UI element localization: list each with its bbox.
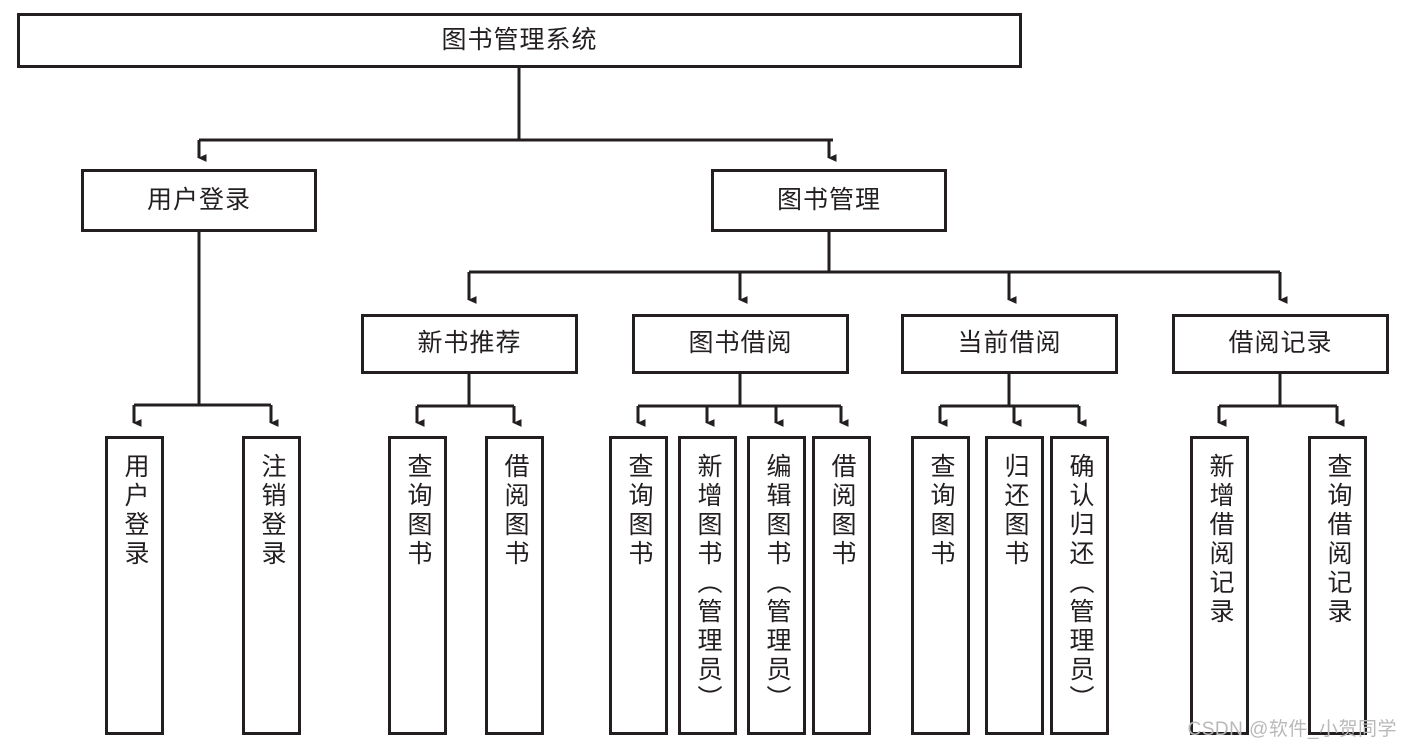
node-new-book-recommend-label: 新书推荐: [417, 329, 522, 358]
leaf-confirm-return-admin-label: 确认归还（管理员）: [1066, 453, 1094, 714]
leaf-query-book[interactable]: 查询图书: [609, 436, 668, 735]
leaf-borrow-book-recommend-label: 借阅图书: [501, 453, 529, 569]
leaf-user-login-label: 用户登录: [121, 453, 149, 569]
leaf-return-book-label: 归还图书: [1001, 453, 1029, 569]
leaf-query-book-current[interactable]: 查询图书: [911, 436, 970, 735]
leaf-return-book[interactable]: 归还图书: [985, 436, 1044, 735]
leaf-query-book-recommend-label: 查询图书: [404, 453, 432, 569]
leaf-borrow-book[interactable]: 借阅图书: [812, 436, 871, 735]
leaf-add-book-admin-label: 新增图书（管理员）: [694, 453, 722, 714]
node-book-management-label: 图书管理: [776, 185, 881, 214]
leaf-query-book-recommend[interactable]: 查询图书: [388, 436, 447, 735]
csdn-watermark: CSDN @软件_小贺同学: [1187, 719, 1397, 740]
leaf-query-book-label: 查询图书: [625, 453, 653, 569]
node-borrow-records[interactable]: 借阅记录: [1172, 314, 1389, 374]
node-root[interactable]: 图书管理系统: [17, 13, 1022, 68]
node-borrow-records-label: 借阅记录: [1228, 329, 1333, 358]
leaf-add-book-admin[interactable]: 新增图书（管理员）: [678, 436, 737, 735]
leaf-add-borrow-record-label: 新增借阅记录: [1206, 453, 1234, 627]
node-user-login-label: 用户登录: [146, 185, 251, 214]
leaf-edit-book-admin-label: 编辑图书（管理员）: [763, 453, 791, 714]
node-current-borrow[interactable]: 当前借阅: [901, 314, 1118, 374]
leaf-borrow-book-recommend[interactable]: 借阅图书: [485, 436, 544, 735]
node-new-book-recommend[interactable]: 新书推荐: [361, 314, 578, 374]
leaf-query-borrow-record[interactable]: 查询借阅记录: [1308, 436, 1367, 735]
leaf-logout[interactable]: 注销登录: [242, 436, 301, 735]
leaf-logout-label: 注销登录: [258, 453, 286, 569]
leaf-query-borrow-record-label: 查询借阅记录: [1324, 453, 1352, 627]
leaf-add-borrow-record[interactable]: 新增借阅记录: [1190, 436, 1249, 735]
node-book-management[interactable]: 图书管理: [711, 169, 947, 232]
leaf-user-login[interactable]: 用户登录: [105, 436, 164, 735]
leaf-query-book-current-label: 查询图书: [927, 453, 955, 569]
leaf-confirm-return-admin[interactable]: 确认归还（管理员）: [1050, 436, 1109, 735]
node-current-borrow-label: 当前借阅: [957, 329, 1062, 358]
leaf-edit-book-admin[interactable]: 编辑图书（管理员）: [747, 436, 806, 735]
node-user-login[interactable]: 用户登录: [81, 169, 317, 232]
node-book-borrow[interactable]: 图书借阅: [632, 314, 849, 374]
node-book-borrow-label: 图书借阅: [688, 329, 793, 358]
node-root-label: 图书管理系统: [441, 25, 598, 54]
leaf-borrow-book-label: 借阅图书: [828, 453, 856, 569]
